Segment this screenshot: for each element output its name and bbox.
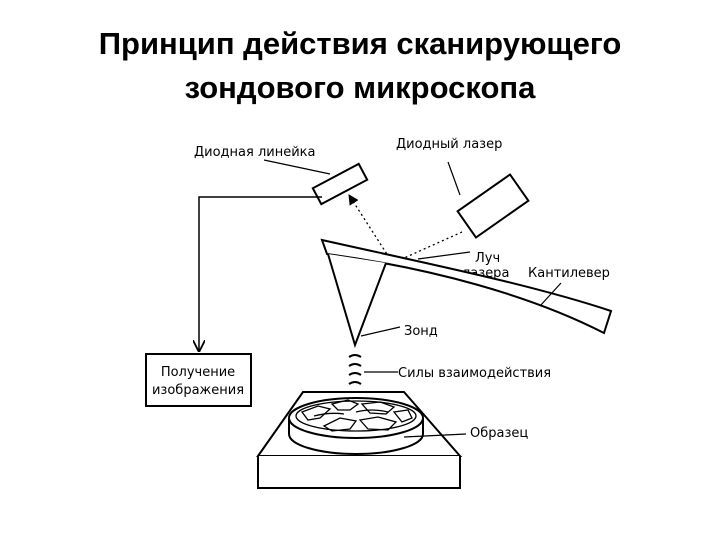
laser-beam-leader (417, 251, 471, 260)
interaction-forces-label: Силы взаимодействия (398, 366, 551, 381)
diode-array-leader (263, 159, 331, 175)
interaction-waves (348, 354, 362, 385)
diode-array (311, 162, 369, 206)
signal-line (199, 196, 322, 351)
image-acquisition-label-line2: изображения (152, 383, 244, 398)
sample-surface (300, 399, 413, 432)
probe-label: Зонд (404, 324, 438, 339)
diode-array-label: Диодная линейка (194, 145, 316, 160)
cantilever-label: Кантилевер (528, 266, 610, 281)
slide-title: Принцип действия сканирующего зондового … (0, 22, 720, 110)
sample-stage-side (257, 456, 461, 489)
cantilever-leader (539, 282, 562, 307)
image-acquisition-label-line1: Получение (161, 365, 235, 380)
diode-laser (456, 173, 530, 239)
sample-leader (403, 433, 467, 438)
probe (327, 253, 387, 349)
probe-leader (360, 326, 401, 337)
laser-beam-reflected (348, 194, 393, 263)
image-acquisition-box (145, 353, 252, 407)
diode-laser-label: Диодный лазер (396, 137, 502, 152)
title-line-2: зондового микроскопа (184, 70, 536, 105)
laser-beam-label-line1: Луч (475, 251, 500, 266)
cantilever (320, 238, 613, 335)
diode-laser-leader (447, 161, 461, 196)
title-line-1: Принцип действия сканирующего (98, 26, 622, 61)
sample-label: Образец (470, 426, 528, 441)
